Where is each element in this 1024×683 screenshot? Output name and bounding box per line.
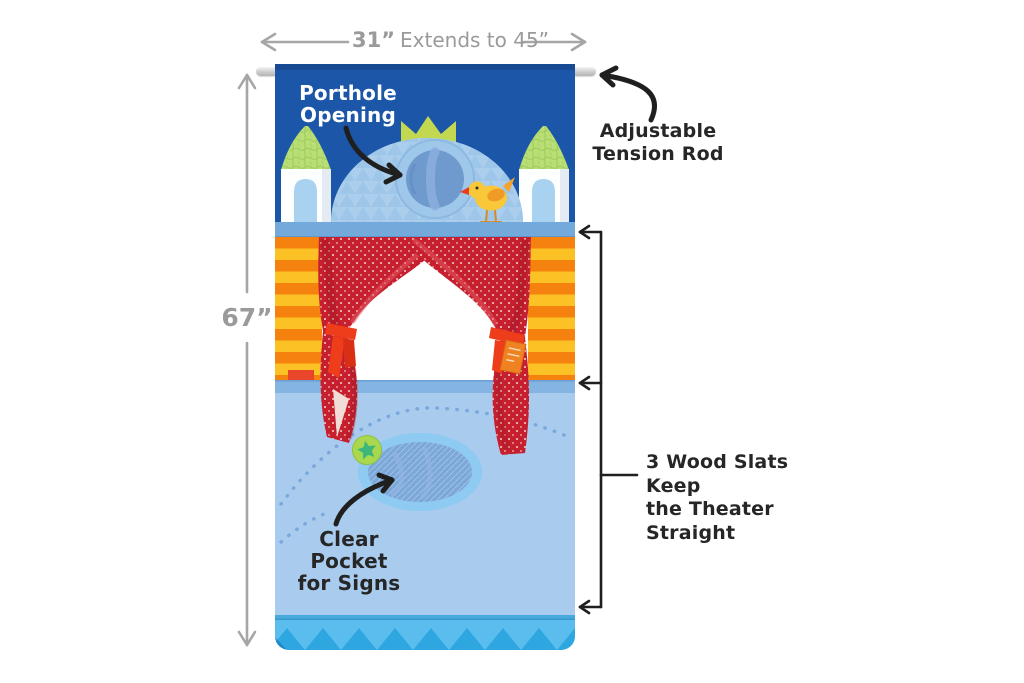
crown-illustration	[401, 116, 456, 144]
doorway-puppet-theater	[275, 64, 575, 650]
porthole-callout-line2: Opening	[300, 103, 396, 127]
castle-backdrop	[275, 64, 575, 222]
height-dimension-arrow-icon	[237, 73, 257, 647]
porthole-callout-line1: Porthole	[299, 81, 397, 105]
bottom-band	[275, 615, 575, 650]
wood-slat-bar-middle	[275, 380, 575, 393]
bird-eye	[475, 186, 479, 190]
castle-tower-left	[281, 126, 331, 222]
clear-pocket-callout-line1: Clear Pocket	[310, 527, 388, 573]
dotted-arc-decoration	[279, 406, 573, 506]
wood-slats-callout-line1: 3 Wood Slats Keep	[646, 451, 789, 497]
width-dimension-label: 31”Extends to 45”	[352, 28, 549, 52]
curtain-lining	[333, 389, 349, 437]
dotted-arc-decoration	[279, 510, 331, 544]
curtain-stage-section	[275, 237, 575, 455]
curtain-tie-left	[325, 323, 357, 378]
tension-rod-callout: Adjustable Tension Rod	[592, 120, 724, 165]
zigzag-trim	[275, 628, 575, 650]
height-dimension-label: 67”	[221, 303, 273, 332]
star-badge	[352, 435, 382, 465]
striped-side-panel-left	[275, 237, 322, 383]
wood-slats-callout: 3 Wood Slats Keep the Theater Straight	[646, 451, 846, 545]
wood-slats-callout-line2: the Theater Straight	[646, 498, 774, 544]
tower-window	[294, 179, 317, 222]
bird-illustration	[460, 177, 515, 222]
curtain-right	[401, 237, 531, 455]
tower-window	[532, 179, 555, 222]
striped-side-panel-right	[528, 237, 575, 383]
bird-beak	[460, 187, 469, 195]
wood-slat-bar-top	[275, 222, 575, 237]
brand-tag	[288, 370, 314, 381]
tension-rod-callout-line1: Adjustable	[599, 120, 717, 142]
tension-rod-arrow-icon	[599, 65, 658, 123]
width-value: 31”	[352, 28, 396, 52]
tension-rod-callout-line2: Tension Rod	[592, 142, 724, 165]
porthole-callout: Porthole Opening	[296, 82, 400, 126]
clear-pocket-callout-line2: for Signs	[297, 571, 401, 595]
wood-slats-bracket	[578, 224, 639, 615]
width-extends: Extends to 45”	[400, 28, 550, 52]
clear-pocket-callout: Clear Pocket for Signs	[288, 528, 410, 594]
castle-tower-right	[519, 126, 569, 222]
fabric-tag	[499, 339, 527, 375]
porthole-opening	[395, 139, 475, 219]
curtain-tie-right	[489, 327, 527, 375]
